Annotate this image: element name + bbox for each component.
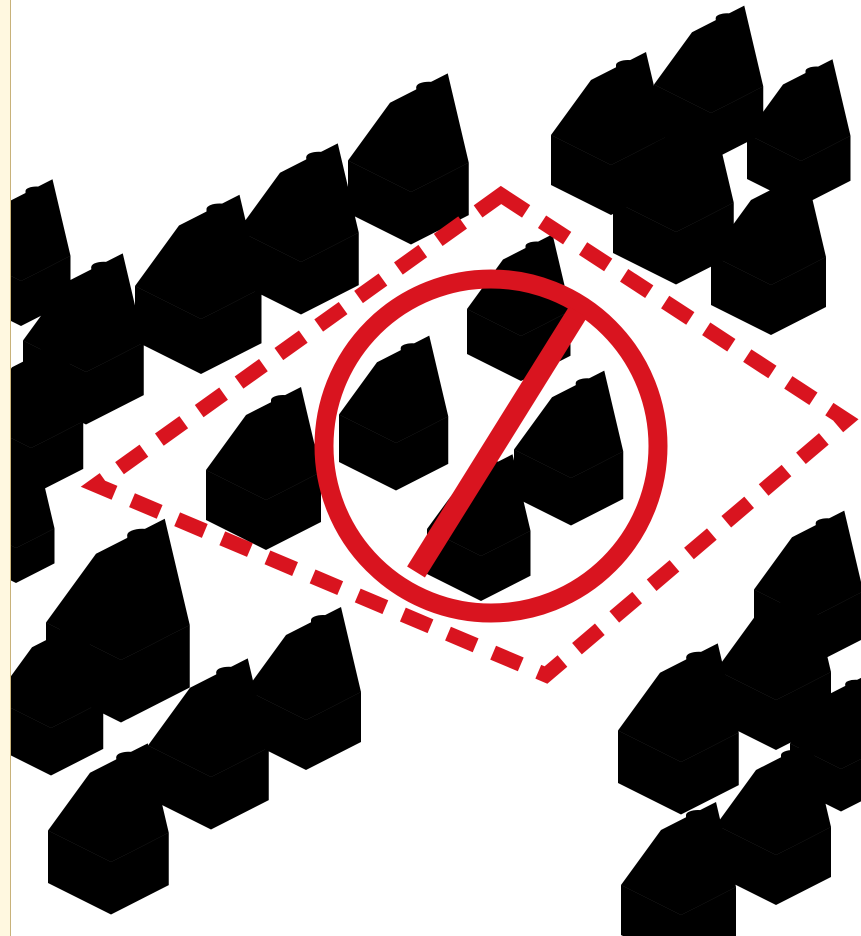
house-icon [621, 802, 736, 936]
left-frame-bar [0, 0, 11, 936]
house-icon [48, 743, 169, 914]
house-icon [11, 621, 103, 776]
house-icon [206, 387, 321, 550]
house-icon [618, 643, 739, 814]
house-cluster-illustration [11, 0, 861, 936]
house-icon [135, 195, 262, 374]
houses-layer [11, 6, 861, 936]
house-icon [348, 73, 469, 244]
